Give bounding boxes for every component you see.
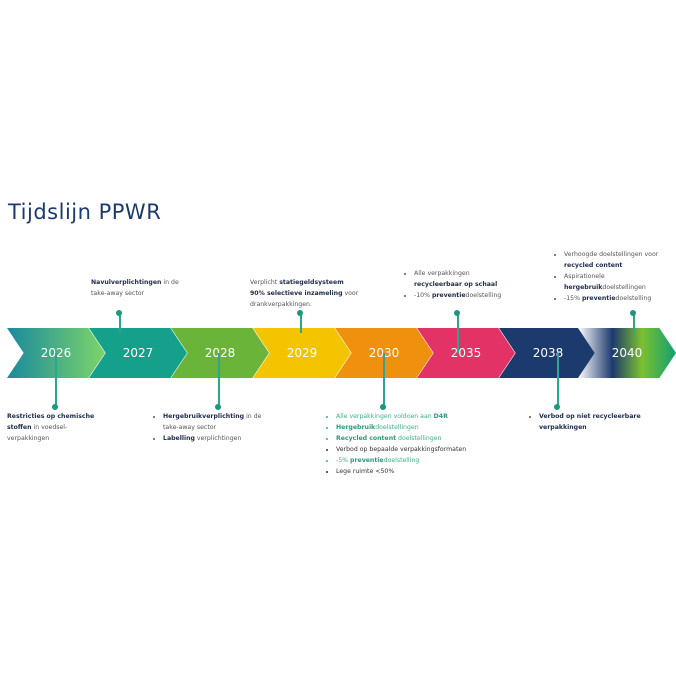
- connector-dot: [52, 404, 58, 410]
- note-2030: Alle verpakkingen voldoen aan D4R Hergeb…: [328, 411, 498, 477]
- year-label: 2027: [122, 346, 154, 360]
- connector: [633, 313, 635, 333]
- note-bold: Labelling: [163, 435, 195, 442]
- connector: [218, 353, 220, 408]
- connector-dot: [554, 404, 560, 410]
- note-text: in de take-away sector: [91, 279, 179, 297]
- connector: [119, 313, 121, 333]
- note-bold: Hergebruik: [336, 424, 376, 431]
- connector-dot: [630, 310, 636, 316]
- note-2026: Restricties op chemische stoffen in voed…: [7, 411, 102, 444]
- note-2027: Navulverplichtingen in de take-away sect…: [91, 277, 191, 299]
- connector-dot: [297, 310, 303, 316]
- note-text: in voedsel-verpakkingen: [7, 424, 68, 442]
- connector-dot: [380, 404, 386, 410]
- note-text: doelstellingen: [396, 435, 442, 442]
- note-bold: Verbod op niet recycleerbare verpakkinge…: [539, 413, 641, 431]
- year-label: 2028: [204, 346, 236, 360]
- note-text: doelstelling: [383, 457, 420, 464]
- note-text: doelstellingen: [375, 424, 419, 431]
- note-bold: 90% selectieve inzameling: [250, 290, 343, 297]
- note-text: -15%: [564, 295, 582, 302]
- page-title: Tijdslijn PPWR: [8, 200, 162, 224]
- note-bold: recycled content: [564, 262, 623, 269]
- note-text: doelstelling: [465, 292, 502, 299]
- note-2029: Verplicht statiegeldsysteem 90% selectiev…: [250, 277, 370, 310]
- note-text: in de take-away sector: [163, 413, 262, 431]
- year-label: 2038: [532, 346, 564, 360]
- connector-dot: [454, 310, 460, 316]
- note-bold: Restricties op chemische stoffen: [7, 413, 95, 431]
- connector: [557, 353, 559, 408]
- note-bold: Navulverplichtingen: [91, 279, 162, 286]
- note-text: doelstellingen: [602, 284, 646, 291]
- note-2028: Hergebruikverplichting in de take-away s…: [155, 411, 275, 444]
- connector: [300, 313, 302, 333]
- connector-dot: [116, 310, 122, 316]
- note-bold: Hergebruikverplichting: [163, 413, 245, 420]
- note-text: voor drankverpakkingen.: [250, 290, 359, 308]
- note-2040: Verhoogde doelstellingen voor recycled c…: [556, 249, 671, 304]
- note-bold: recycleerbaar op schaal: [414, 281, 498, 288]
- note-text: Alle verpakkingen: [414, 270, 470, 277]
- note-text: Alle verpakkingen voldoen aan: [336, 413, 434, 420]
- connector: [383, 353, 385, 408]
- note-bold: D4R: [433, 413, 448, 420]
- note-bold: preventie: [350, 457, 384, 464]
- note-2035: Alle verpakkingen recycleerbaar op schaa…: [406, 268, 516, 301]
- note-text: Verplicht: [250, 279, 280, 286]
- note-2038: Verbod op niet recycleerbare verpakkinge…: [531, 411, 651, 433]
- note-bold: Recycled content: [336, 435, 397, 442]
- connector: [55, 353, 57, 408]
- note-text: -10%: [414, 292, 432, 299]
- connector: [457, 313, 459, 353]
- note-text: Verbod op bepaalde verpakkingsformaten: [336, 446, 467, 453]
- note-text: Aspirationele: [564, 273, 605, 280]
- note-text: verplichtingen: [194, 435, 242, 442]
- note-bold: statiegeldsysteem: [279, 279, 344, 286]
- year-label: 2035: [450, 346, 482, 360]
- note-text: doelstelling: [615, 295, 652, 302]
- note-bold: preventie: [581, 295, 616, 302]
- year-label: 2040: [611, 346, 643, 360]
- note-text: -5%: [336, 457, 351, 464]
- note-text: Verhoogde doelstellingen voor: [564, 251, 659, 258]
- year-label: 2029: [286, 346, 318, 360]
- note-text: Lege ruimte <50%: [336, 468, 395, 475]
- note-bold: hergebruik: [564, 284, 603, 291]
- connector-dot: [215, 404, 221, 410]
- note-bold: preventie: [431, 292, 466, 299]
